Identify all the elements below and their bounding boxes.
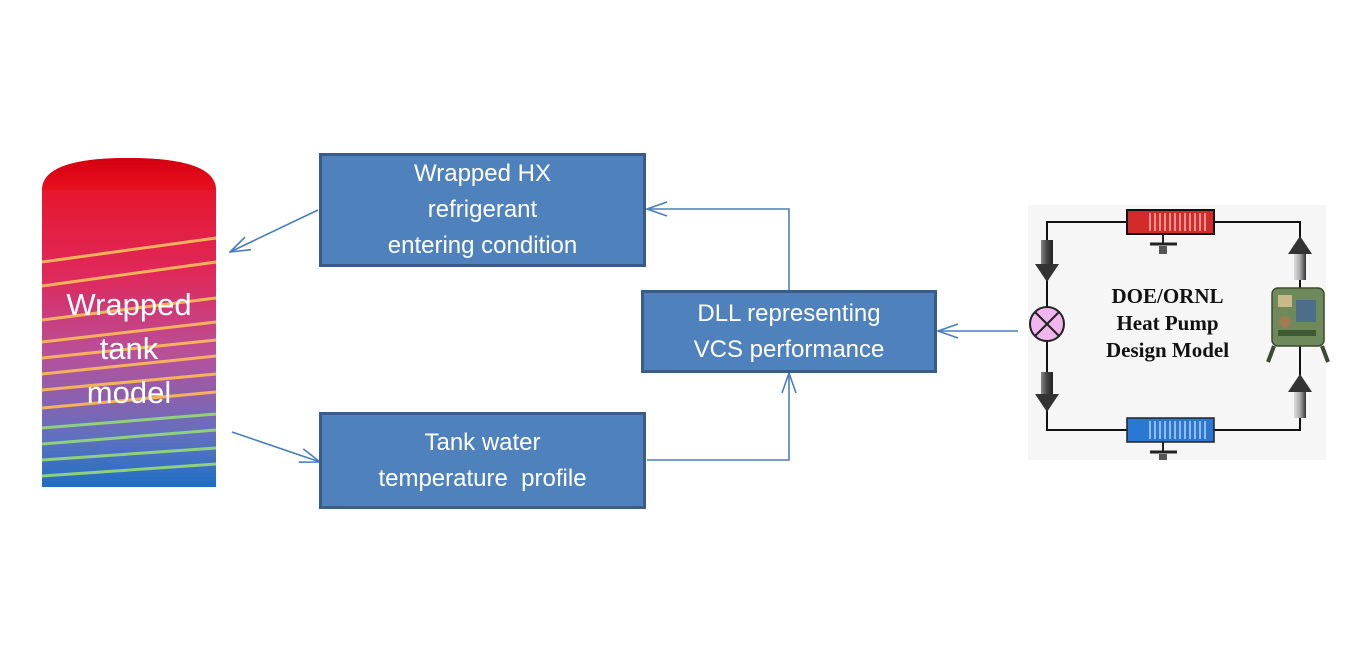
arrow-dll-to-hx: [647, 209, 790, 291]
heat-pump-title-line: Design Model: [1105, 338, 1230, 362]
tank-water-profile-box: Tank water temperature profile: [319, 412, 646, 509]
arrow-hx-to-tank: [230, 209, 319, 252]
heat-pump-schematic: [1028, 205, 1330, 460]
fan-icon: [1150, 234, 1177, 254]
heat-pump-title-line: DOE/ORNL: [1111, 284, 1224, 308]
tank-label-line: tank: [99, 331, 159, 366]
fan-icon: [1150, 442, 1177, 460]
compressor-icon: [1266, 287, 1330, 363]
arrow-tank-to-profile: [231, 431, 320, 462]
tank-label-line: model: [86, 375, 172, 410]
box-line: Wrapped HX: [414, 160, 551, 187]
flow-arrow-icon: [1288, 236, 1312, 280]
wrapped-hx-box: Wrapped HX refrigerant entering conditio…: [319, 153, 646, 267]
heat-pump-title: DOE/ORNL Heat Pump Design Model: [1080, 283, 1255, 364]
flow-arrow-icon: [1035, 372, 1059, 412]
box-line: temperature profile: [378, 464, 587, 492]
box-line: VCS performance: [693, 335, 885, 363]
tank-coils: [41, 236, 217, 478]
wrapped-tank: [41, 158, 217, 487]
heat-pump-title-line: Heat Pump: [1116, 311, 1219, 335]
box-line: Tank water: [424, 428, 541, 456]
box-line: entering condition: [387, 232, 578, 259]
dll-box: DLL representing VCS performance: [641, 290, 937, 373]
arrow-profile-to-dll: [647, 373, 789, 461]
expansion-valve-icon: [1029, 306, 1065, 342]
flow-arrow-icon: [1035, 240, 1059, 282]
box-line: refrigerant: [427, 196, 538, 223]
tank-dome: [42, 158, 216, 190]
box-line: DLL representing: [697, 299, 881, 327]
connectors: [230, 209, 1018, 462]
evaporator-icon: [1126, 417, 1215, 443]
tank-label: Wrapped tank model: [42, 283, 216, 415]
flow-arrow-icon: [1288, 374, 1312, 418]
condenser-icon: [1126, 209, 1215, 235]
tank-label-line: Wrapped: [66, 287, 192, 322]
